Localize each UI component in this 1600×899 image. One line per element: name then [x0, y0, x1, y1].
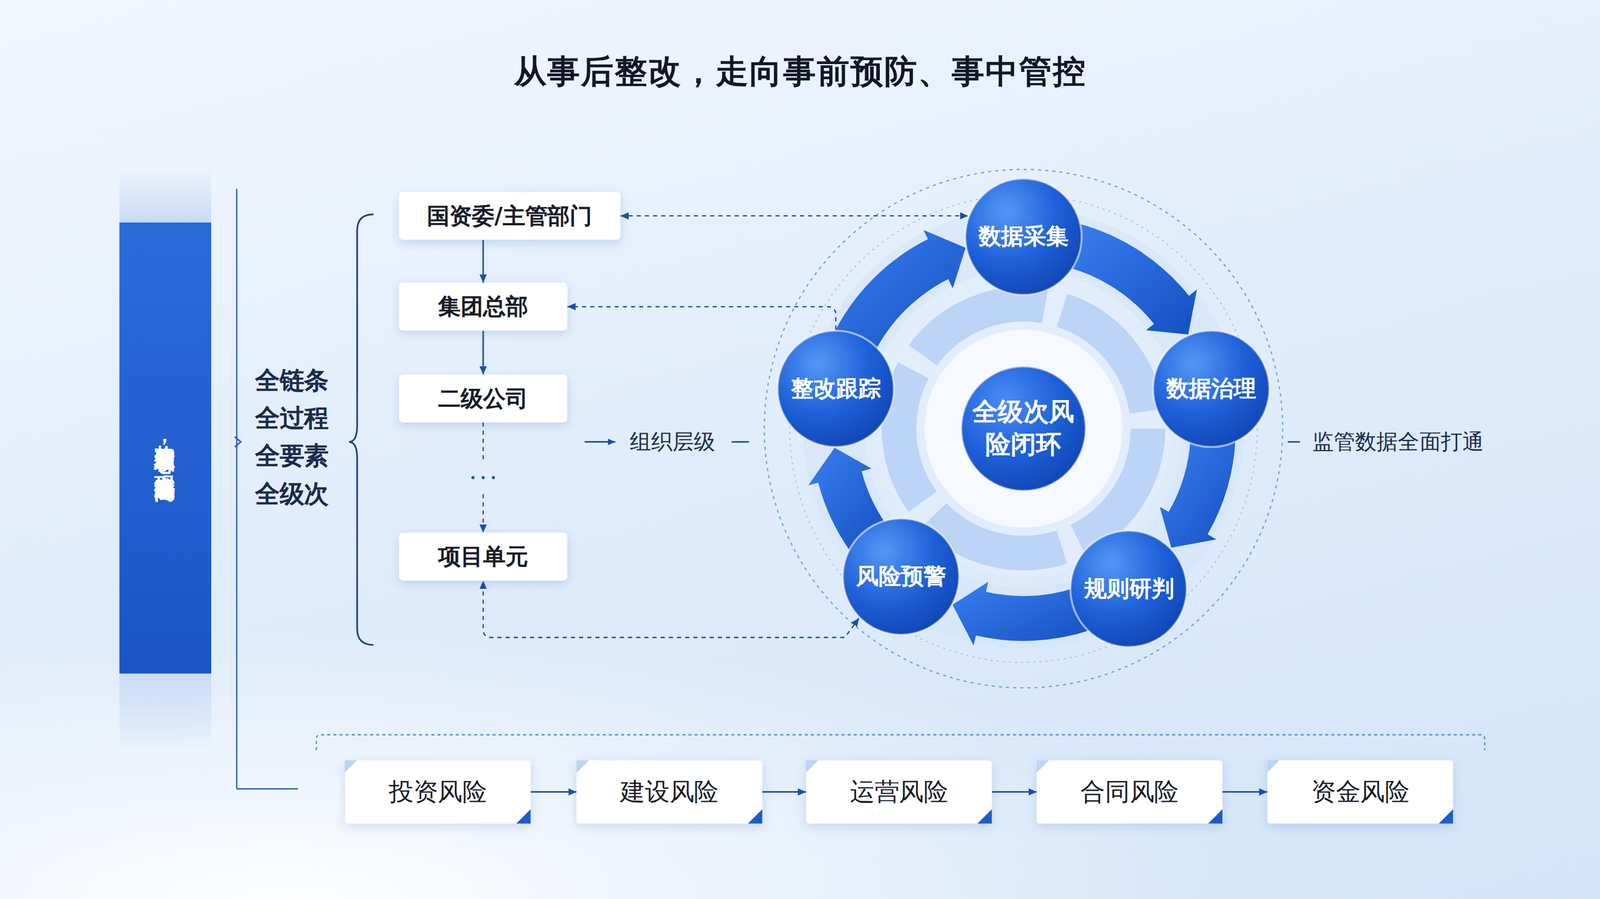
leader-line: [1287, 441, 1300, 443]
org-level-box: 二级公司: [398, 374, 568, 423]
risk-frame: [316, 734, 1485, 750]
ellipsis-dot: [471, 475, 475, 479]
title-rule: [76, 72, 488, 75]
node-label: 项目单元: [438, 541, 529, 572]
banner-text: 构建穿透监管核心，实现全级次风险闭环: [155, 428, 176, 468]
circle-shape: [1070, 530, 1188, 647]
core-circle: 全级次风险闭环: [960, 365, 1087, 492]
spine-chevron: [234, 436, 242, 447]
circle-outline: [960, 365, 1087, 492]
node-label: 建设风险: [620, 775, 718, 808]
risk-stage-box: 合同风险: [1036, 760, 1223, 824]
arrow-connector: [482, 239, 485, 283]
circle-shape: [961, 366, 1086, 492]
cycle-step-circle: 数据采集: [964, 177, 1083, 297]
risk-stage-box: 建设风险: [576, 760, 763, 824]
node-label: 国资委/主管部门: [426, 200, 593, 231]
org-level-box: 集团总部: [398, 282, 568, 331]
free-label: 全要素: [255, 441, 329, 472]
node-label: 全级次风险闭环: [967, 395, 1080, 462]
free-label: 全链条: [255, 365, 329, 396]
dashed-connector: [567, 306, 836, 330]
ellipsis-dot: [481, 475, 485, 479]
ellipsis-dot: [491, 475, 495, 479]
orbit-ring: [764, 169, 1283, 689]
free-label: 监管数据全面打通: [1312, 428, 1484, 457]
dashed-connector: [482, 422, 484, 533]
free-label: 组织层级: [629, 428, 716, 457]
title-text: 从事后整改，走向事前预防、事中管控: [514, 52, 1087, 92]
inner-halo: [924, 329, 1123, 528]
circle-shape: [965, 178, 1082, 295]
cycle-arrow: [1066, 223, 1197, 335]
node-label: 整改跟踪: [791, 373, 881, 404]
cycle-step-circle: 规则研判: [1069, 529, 1189, 649]
leader-arrow: [584, 441, 616, 443]
arrow-connector: [762, 791, 807, 793]
risk-stage-box: 运营风险: [806, 760, 993, 824]
cycle-step-circle: 数据治理: [1151, 329, 1271, 449]
node-label: 合同风险: [1080, 775, 1179, 808]
arrow-connector: [1222, 791, 1268, 793]
node-label: 二级公司: [438, 383, 529, 414]
cycle-step-circle: 风险预警: [841, 516, 961, 636]
title-holder: 从事后整改，走向事前预防、事中管控: [0, 48, 1600, 94]
node-label: 规则研判: [1084, 573, 1175, 604]
corner-notch: [1036, 760, 1049, 773]
corner-mark: [1438, 808, 1453, 824]
corner-mark: [977, 808, 992, 824]
risk-stage-box: 投资风险: [344, 760, 531, 824]
arrow-connector: [991, 791, 1037, 793]
corner-notch: [344, 760, 358, 773]
circle-shape: [777, 330, 894, 447]
circle-shape: [1152, 330, 1270, 447]
node-label: 投资风险: [388, 775, 487, 808]
bracket: [348, 214, 374, 645]
cycle-arrow: [952, 581, 1090, 645]
corner-notch: [1267, 760, 1280, 773]
spine-line: [236, 788, 298, 790]
arrow-connector: [530, 791, 577, 793]
title-rule: [1114, 72, 1526, 75]
corner-notch: [806, 760, 819, 773]
cycle-arrow: [1159, 437, 1236, 548]
free-label: 全级次: [255, 478, 329, 509]
node-label: 数据采集: [978, 221, 1069, 252]
free-label: 全过程: [255, 402, 329, 434]
node-label: 风险预警: [856, 560, 947, 592]
leader-line: [731, 441, 749, 443]
circle-shape: [842, 517, 959, 635]
org-level-box: 国资委/主管部门: [398, 191, 621, 240]
node-label: 资金风险: [1311, 775, 1409, 808]
corner-mark: [1208, 808, 1223, 824]
node-label: 运营风险: [850, 775, 948, 808]
arrow-connector: [482, 330, 485, 375]
dashed-connector: [483, 580, 859, 638]
corner-mark: [516, 808, 531, 824]
org-level-box: 项目单元: [398, 532, 568, 581]
cycle-step-circle: 整改跟踪: [776, 329, 895, 449]
corner-notch: [576, 760, 589, 773]
dashed-connector: [620, 215, 968, 217]
band-fade: [119, 673, 212, 750]
node-label: 集团总部: [438, 291, 529, 322]
band-fade: [119, 168, 212, 223]
spine-line: [235, 188, 238, 789]
risk-stage-box: 资金风险: [1267, 760, 1454, 824]
node-label: 数据治理: [1166, 373, 1257, 404]
corner-mark: [747, 808, 762, 824]
core-banner: 构建穿透监管核心，实现全级次风险闭环: [119, 222, 212, 674]
inner-swirl: [898, 303, 1148, 553]
